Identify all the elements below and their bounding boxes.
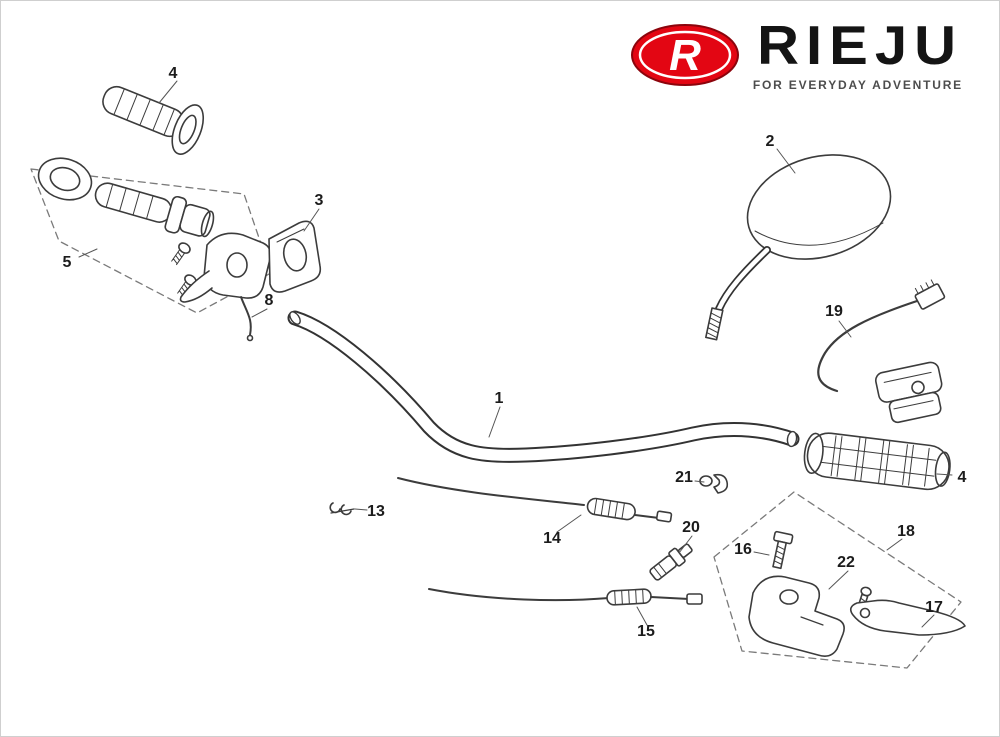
right-grip xyxy=(803,432,951,491)
ring-washer xyxy=(37,157,93,201)
throttle-cable xyxy=(397,477,673,523)
part-label-18: 18 xyxy=(897,523,915,540)
part-label-8: 8 xyxy=(264,292,274,309)
badge-letter: R xyxy=(669,31,701,80)
throttle-tube xyxy=(94,182,215,238)
part-label-19: 19 xyxy=(825,303,843,320)
lever-holder xyxy=(179,232,272,342)
brand-tagline: FOR EVERYDAY ADVENTURE xyxy=(752,78,963,92)
part-label-4-right: 4 xyxy=(957,469,967,486)
cable-adjuster xyxy=(649,543,693,581)
cover-plate xyxy=(268,220,322,293)
part-label-5: 5 xyxy=(62,254,72,271)
bolt xyxy=(772,530,794,570)
part-label-14: 14 xyxy=(543,530,561,547)
hand-lever xyxy=(849,599,966,636)
clutch-cable xyxy=(428,588,703,606)
part-label-21: 21 xyxy=(675,469,693,486)
part-label-16: 16 xyxy=(734,541,752,558)
part-label-1: 1 xyxy=(494,390,504,407)
part-label-15: 15 xyxy=(637,623,655,640)
left-grip xyxy=(102,85,205,155)
part-label-17: 17 xyxy=(925,599,943,616)
rieju-badge-icon: R xyxy=(630,23,739,86)
switch-assembly xyxy=(817,279,946,424)
part-label-20: 20 xyxy=(682,519,700,536)
small-clamp xyxy=(699,473,729,494)
logo-text: RIEJU FOR EVERYDAY ADVENTURE xyxy=(753,17,963,92)
screw xyxy=(171,242,191,266)
brand-wordmark: RIEJU xyxy=(757,14,963,77)
rieju-logo: R RIEJU FOR EVERYDAY ADVENTURE xyxy=(629,17,963,92)
part-label-13: 13 xyxy=(367,503,385,520)
retaining-clip xyxy=(329,502,355,516)
group-region-18-outline xyxy=(713,491,962,669)
handlebar xyxy=(287,310,800,463)
part-label-2: 2 xyxy=(765,133,775,150)
part-label-3: 3 xyxy=(314,192,324,209)
leader-lines xyxy=(78,80,953,628)
part-label-4-left: 4 xyxy=(168,65,178,82)
mirror xyxy=(705,154,892,341)
part-label-22: 22 xyxy=(837,554,855,571)
